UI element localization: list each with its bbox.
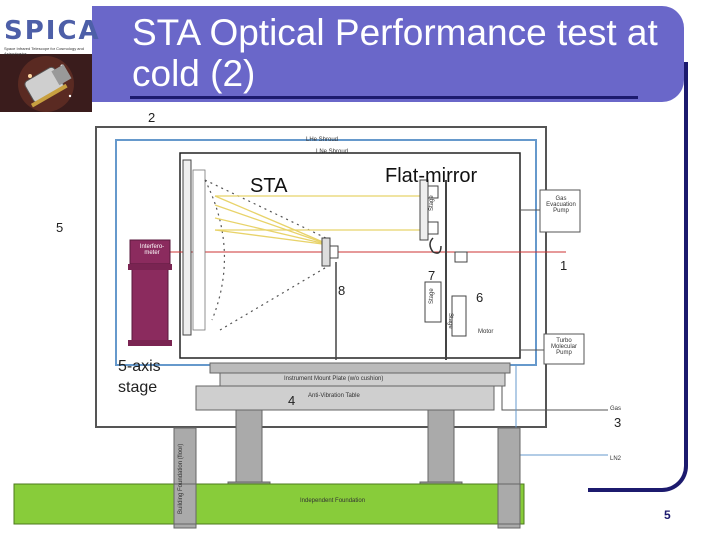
sta-primary-mirror: [192, 169, 206, 331]
callout-5: 5: [56, 220, 64, 235]
spica-logo: SPICA Space Infrared Telescope for Cosmo…: [0, 6, 99, 114]
turbo-molecular-pump: [543, 333, 585, 365]
label-gas-evacuation-pump: Gas Evacuation Pump: [546, 196, 576, 214]
slide-title: STA Optical Performance test at cold (2): [132, 12, 658, 94]
callout-7: 7: [428, 268, 436, 283]
interferometer-body: [131, 267, 169, 343]
label-sta: STA: [250, 175, 288, 197]
motor-stage: [451, 295, 467, 337]
label-mount-plate: Instrument Mount Plate (w/o cushion): [284, 376, 384, 382]
vacuum-chamber: [95, 126, 547, 428]
label-lne-shroud: LNe Shroud: [316, 149, 349, 155]
callout-8: 8: [338, 283, 346, 298]
label-lhe-shroud: LHe Shroud: [306, 137, 339, 143]
label-stage-upper: Stage: [429, 195, 435, 211]
flat-mirror-stage: [424, 281, 442, 323]
pillar-base-right: [497, 483, 521, 525]
title-decoration-curve: [588, 62, 688, 492]
callout-6: 6: [476, 290, 484, 305]
focal-plane-unit: [321, 237, 331, 267]
optical-beam: [214, 195, 420, 246]
label-five-axis-stage: 5-axis stage: [118, 358, 161, 396]
label-turbo-molecular-pump: Turbo Molecular Pump: [550, 338, 577, 356]
lne-shroud: [179, 152, 521, 359]
title-underline: [130, 96, 638, 99]
independent-foundation: [13, 483, 525, 525]
gas-evacuation-pump: [539, 189, 581, 233]
sta-lower-beam-boundary: [219, 264, 331, 331]
label-anti-vibration-table: Anti-Vibration Table: [308, 393, 360, 399]
label-interferometer: Interfero-meter: [139, 244, 165, 256]
flat-mirror: [419, 179, 429, 241]
label-flat-mirror: Flat-mirror: [385, 165, 478, 187]
callout-4: 4: [288, 393, 296, 408]
logo-graphic: [0, 54, 92, 112]
callout-3: 3: [614, 415, 622, 430]
label-building-foundation: Building Foundation (floor): [178, 443, 184, 514]
label-independent-foundation: Independent Foundation: [300, 498, 366, 504]
logo-subtitle: Space Infrared Telescope for Cosmology a…: [4, 46, 84, 56]
gas-line: [501, 380, 608, 411]
pillar-base-left: [173, 483, 197, 525]
flat-mirror-actuator: [454, 251, 468, 263]
rotation-arrow-icon: [429, 237, 442, 254]
sta-primary-mirror-frame: [182, 159, 192, 336]
title-bar: [92, 6, 684, 102]
anti-vibration-table: [195, 385, 495, 411]
label-motor: Motor: [478, 329, 494, 335]
interferometer-mount: [128, 264, 172, 270]
label-gas-out: Gas: [610, 406, 622, 412]
label-stage-lower: Stage: [429, 288, 435, 304]
flat-mirror-mount-bottom: [427, 221, 439, 235]
sta-mirror-surface: [204, 179, 226, 321]
callout-1: 1: [560, 258, 568, 273]
page-number: 5: [664, 508, 671, 522]
flat-mirror-mount-top: [427, 185, 439, 199]
interferometer-base: [128, 340, 172, 346]
logo-wordmark: SPICA: [4, 16, 101, 46]
focal-plane-holder: [329, 245, 339, 259]
label-motor-stage: Stage: [447, 313, 453, 329]
label-ln2-out: LN2: [610, 456, 622, 462]
callout-2: 2: [148, 110, 156, 125]
mount-plate-top: [209, 362, 511, 374]
